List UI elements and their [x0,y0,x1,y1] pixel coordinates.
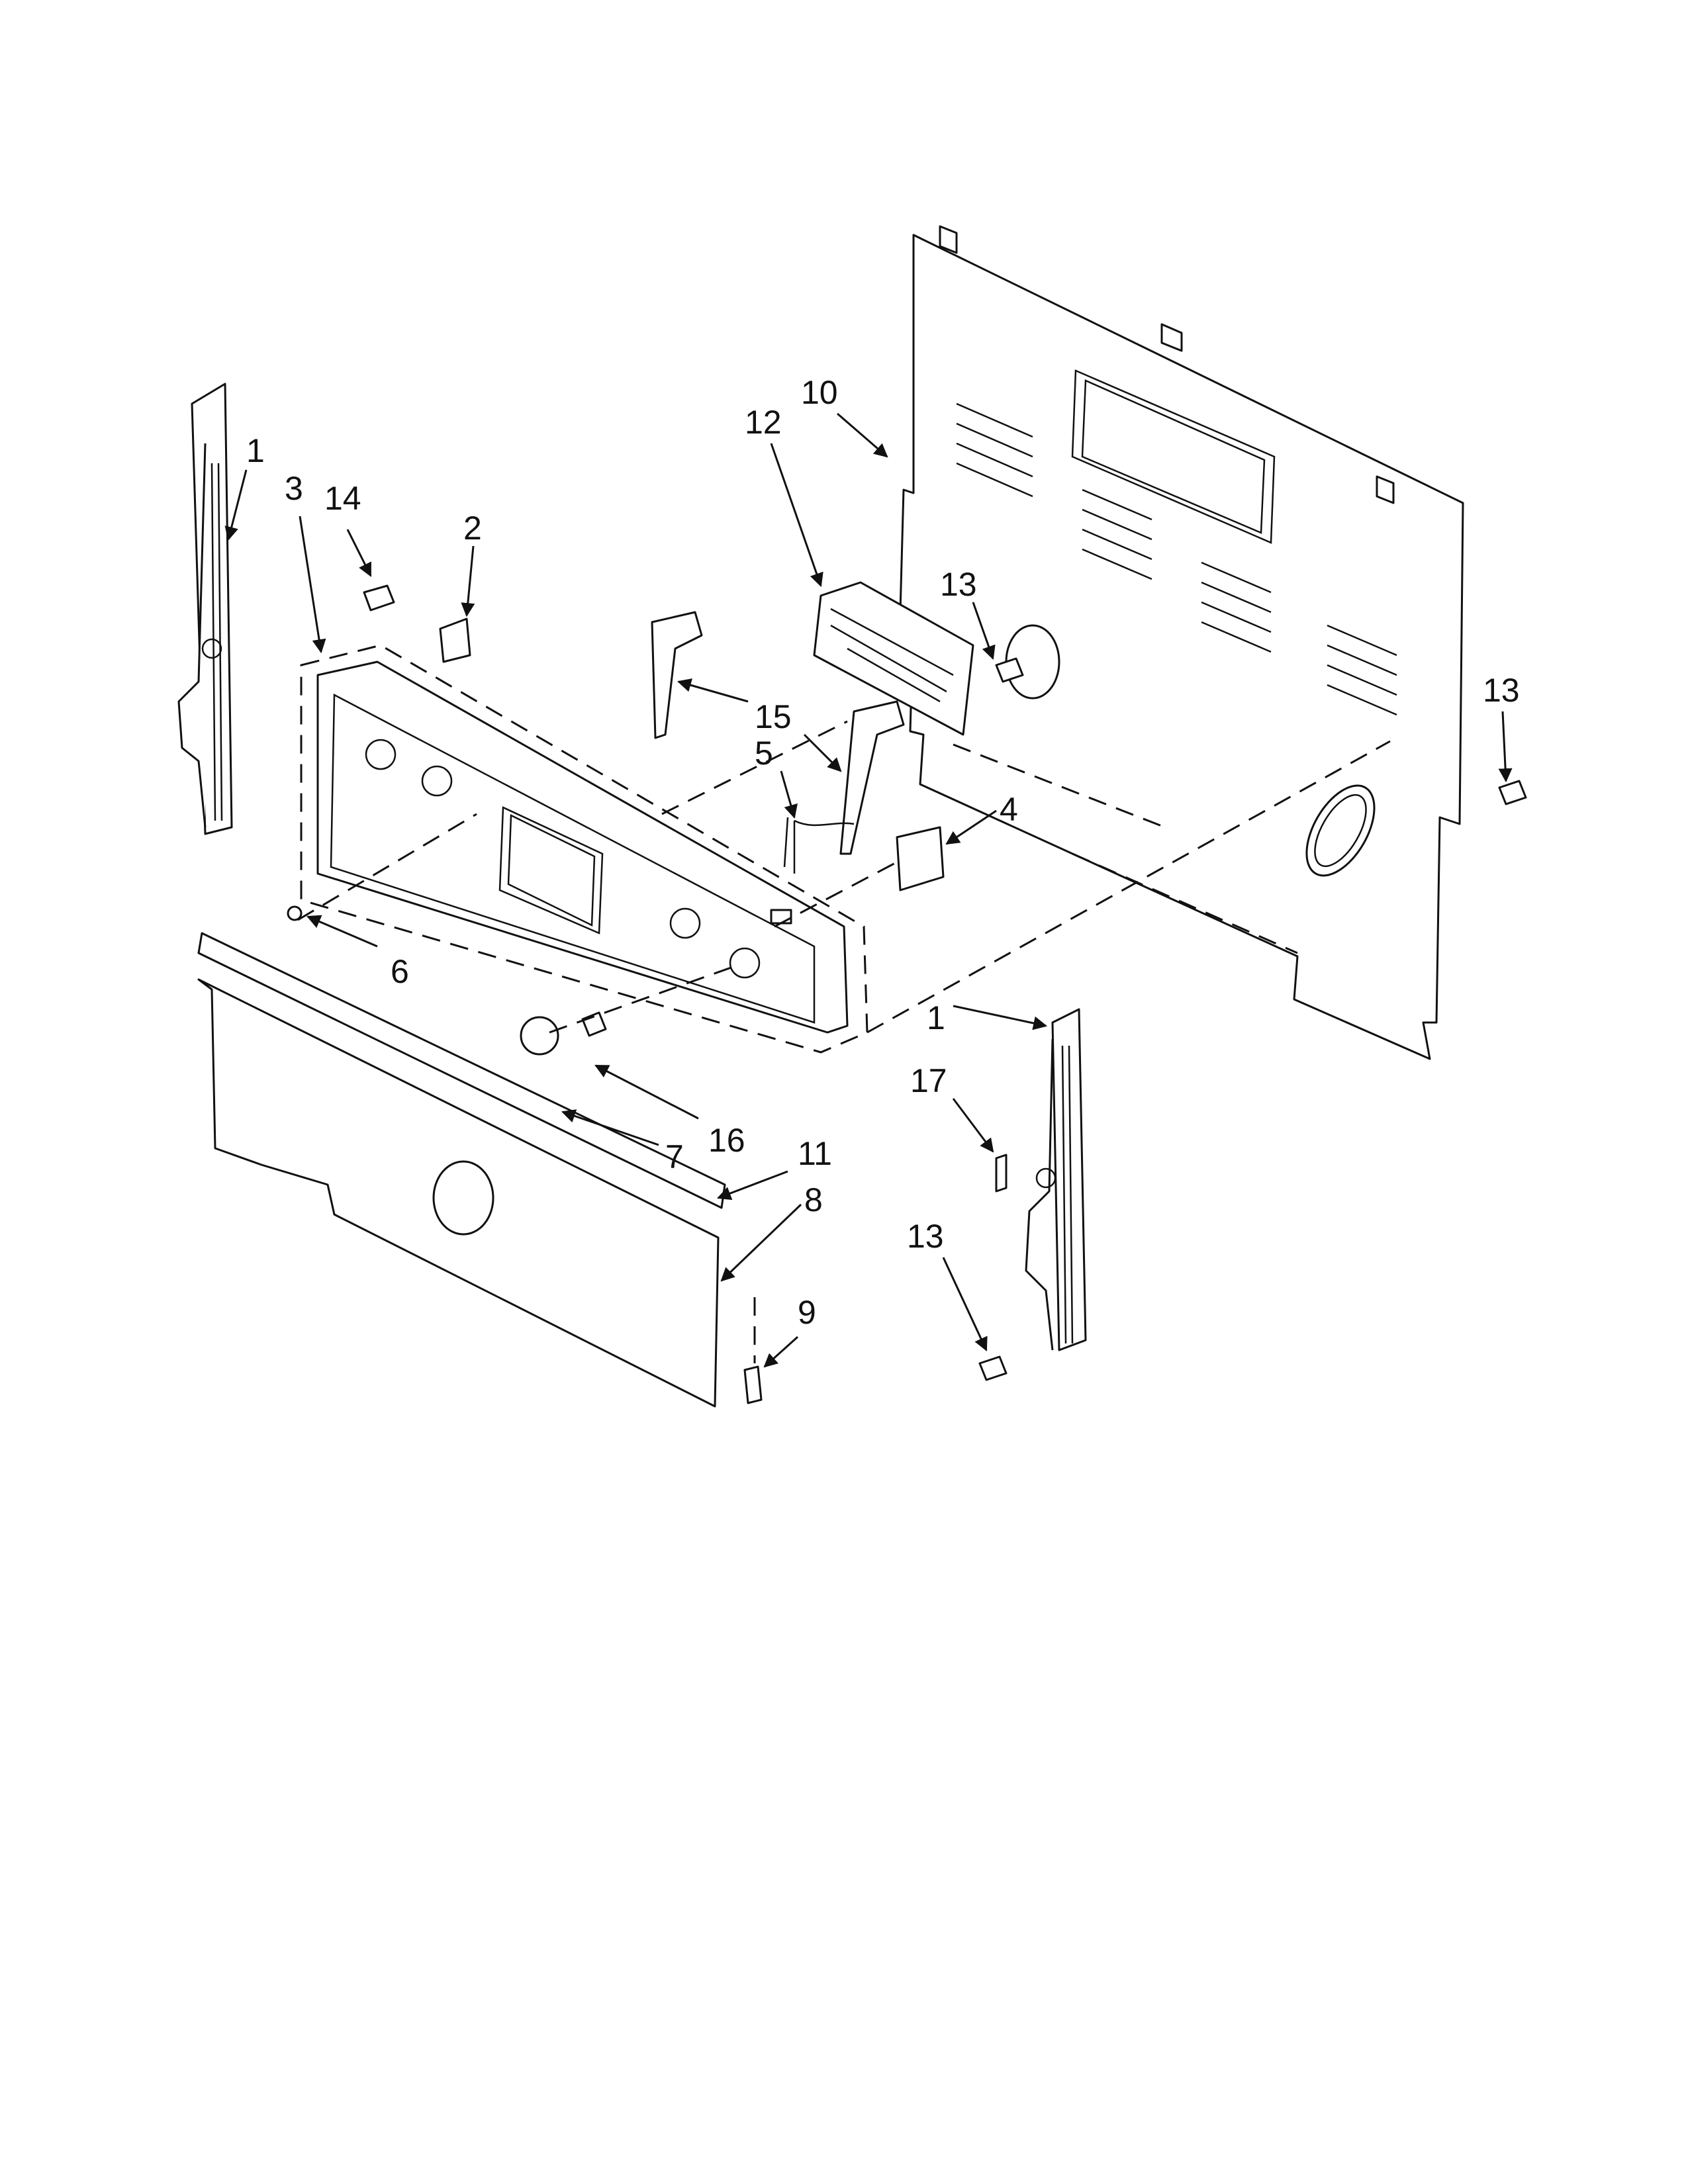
callout-13-bottom: 13 [907,1218,944,1255]
callout-13-right: 13 [1483,672,1520,709]
callout-11: 11 [798,1135,832,1172]
clip-2 [439,617,471,663]
callout-numbers: 1 3 14 2 12 10 13 13 15 5 4 6 1 17 7 16 … [246,374,1520,1331]
callout-15: 15 [755,698,792,735]
callout-12: 12 [745,404,782,441]
alignment-lines [297,720,1391,1363]
callout-8: 8 [804,1181,823,1218]
clip-17 [995,1154,1008,1193]
plug-6 [287,905,303,921]
screw-13-bottom [978,1355,1008,1381]
callout-1-right: 1 [927,999,945,1036]
callout-13-top: 13 [940,566,977,603]
callout-1-left: 1 [246,432,265,469]
vent-slots [956,402,1397,716]
rear-panel [899,225,1464,1060]
callout-4: 4 [1000,791,1018,828]
callout-16: 16 [708,1122,745,1159]
control-board [813,581,974,736]
callout-17: 17 [910,1062,947,1099]
harness-5 [783,817,855,874]
callout-6: 6 [391,953,409,990]
leader-lines [224,412,1513,1368]
switch-box-4 [896,826,945,891]
screw-9 [743,1365,763,1404]
callout-7: 7 [665,1138,684,1175]
knob-7 [520,1016,559,1056]
callout-10: 10 [801,374,838,411]
side-bracket-right [1025,1008,1087,1351]
screw-13-right [1498,780,1527,805]
control-panel [300,644,868,1054]
bracket-15-right [839,700,905,855]
screw-13-top [995,657,1024,683]
bracket-15-left [651,611,703,739]
switch-14 [363,584,395,612]
callout-5: 5 [755,735,773,772]
callout-3: 3 [285,470,303,507]
callout-2: 2 [463,510,482,547]
side-bracket-left [177,383,233,835]
manifold-panel [197,932,726,1408]
callout-9: 9 [798,1294,816,1331]
callout-14: 14 [324,480,361,517]
